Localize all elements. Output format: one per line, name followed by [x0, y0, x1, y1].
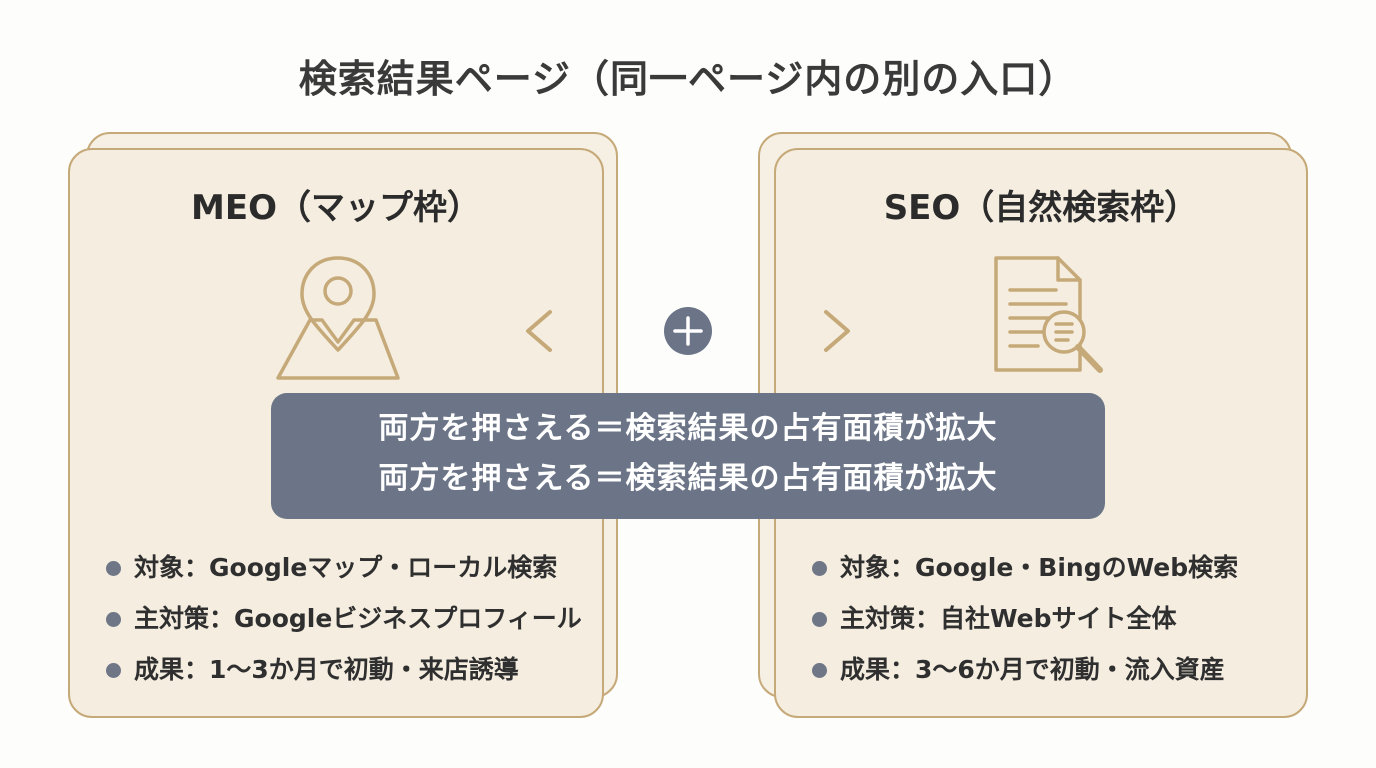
list-item: 対象：Google・BingのWeb検索 — [812, 548, 1238, 599]
plus-icon — [664, 307, 712, 355]
seo-bullet-text: 対象：Google・BingのWeb検索 — [840, 553, 1239, 582]
bullet-dot-icon — [106, 663, 121, 678]
document-search-icon — [994, 256, 1103, 373]
banner-line: 両方を押さえる＝検索結果の占有面積が拡大 — [378, 461, 998, 496]
seo-card-title: SEO（自然検索枠） — [883, 188, 1199, 228]
page-title: 検索結果ページ（同一ページ内の別の入口） — [298, 57, 1078, 101]
seo-bullet-text: 主対策：自社Webサイト全体 — [840, 604, 1177, 633]
list-item: 対象：Googleマップ・ローカル検索 — [106, 548, 582, 599]
summary-banner: 両方を押さえる＝検索結果の占有面積が拡大 両方を押さえる＝検索結果の占有面積が拡… — [271, 393, 1105, 519]
double-arrow-connector — [526, 307, 850, 355]
meo-card-title: MEO（マップ枠） — [191, 188, 481, 228]
seo-bullet-text: 成果：3〜6か月で初動・流入資産 — [840, 655, 1225, 684]
list-item: 主対策：Googleビジネスプロフィール — [106, 599, 582, 650]
bullet-dot-icon — [812, 612, 827, 627]
meo-bullet-list: 対象：Googleマップ・ローカル検索 主対策：Googleビジネスプロフィール… — [106, 548, 582, 701]
right-arrow-icon — [732, 310, 850, 352]
banner-line: 両方を押さえる＝検索結果の占有面積が拡大 — [378, 411, 998, 446]
bullet-dot-icon — [812, 663, 827, 678]
bullet-dot-icon — [106, 612, 121, 627]
meo-bullet-text: 成果：1〜3か月で初動・来店誘導 — [134, 655, 519, 684]
left-arrow-icon — [526, 310, 644, 352]
map-pin-icon — [276, 256, 400, 380]
meo-bullet-text: 対象：Googleマップ・ローカル検索 — [134, 553, 558, 582]
meo-bullet-text: 主対策：Googleビジネスプロフィール — [134, 604, 582, 633]
list-item: 成果：1〜3か月で初動・来店誘導 — [106, 650, 582, 701]
seo-bullet-list: 対象：Google・BingのWeb検索 主対策：自社Webサイト全体 成果：3… — [812, 548, 1238, 701]
list-item: 主対策：自社Webサイト全体 — [812, 599, 1238, 650]
bullet-dot-icon — [106, 561, 121, 576]
bullet-dot-icon — [812, 561, 827, 576]
list-item: 成果：3〜6か月で初動・流入資産 — [812, 650, 1238, 701]
